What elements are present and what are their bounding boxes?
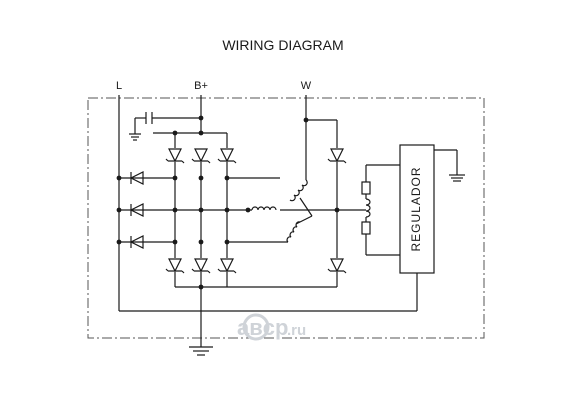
- alternator-boundary: [87, 97, 485, 339]
- rectifier-diode-negative-3: [217, 258, 237, 274]
- wiring: [118, 95, 465, 356]
- stator-winding-2: [289, 179, 308, 202]
- rectifier-diode-negative-2: [191, 258, 211, 274]
- rectifier-diode-negative-1: [165, 258, 185, 274]
- rectifier-diode-w: [327, 148, 347, 164]
- stator-winding-1: [251, 206, 277, 211]
- terminal-w-label: W: [301, 80, 312, 92]
- diagram-title: WIRING DIAGRAM: [222, 37, 343, 53]
- watermark-text: aвcp: [237, 315, 288, 340]
- rectifier-diode-positive-3: [217, 148, 237, 164]
- field-coil: [361, 164, 400, 256]
- junction-dots: [116, 115, 340, 290]
- stator-winding-3: [286, 221, 301, 243]
- watermark-suffix: .ru: [287, 322, 306, 339]
- terminal-b-plus-label: B+: [194, 80, 208, 92]
- watermark-logo: aвcp .ru: [237, 313, 306, 341]
- rectifier-diode-negative-star: [327, 258, 347, 274]
- regulator-box: [399, 144, 435, 274]
- terminal-l-label: L: [116, 80, 122, 92]
- rectifier-diode-positive-1: [165, 148, 185, 164]
- regulator-label: REGULADOR: [409, 166, 423, 251]
- rectifier-diode-positive-2: [191, 148, 211, 164]
